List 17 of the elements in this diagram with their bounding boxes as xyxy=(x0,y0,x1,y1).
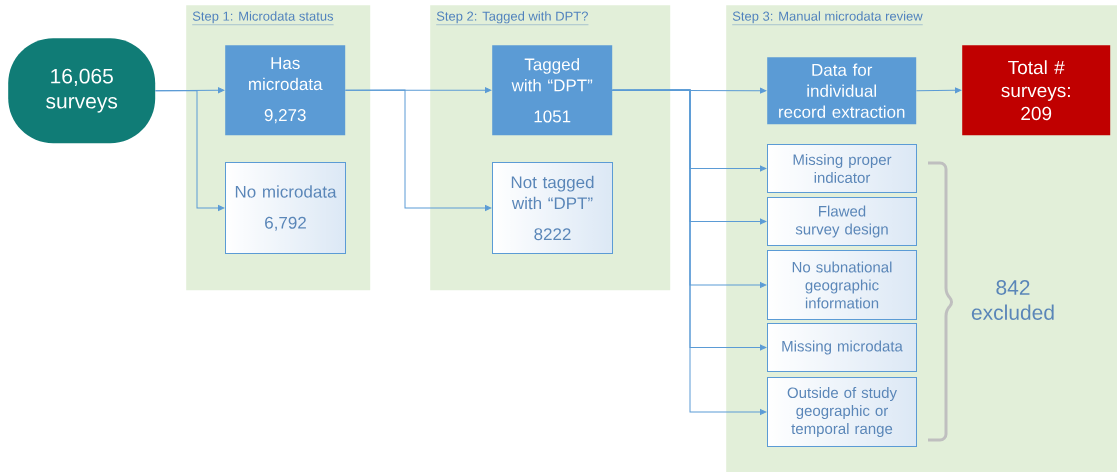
process-box: Tagged with “DPT” 1051 xyxy=(492,45,613,136)
exclusion-box: Flawed survey design xyxy=(767,197,917,246)
result-box: Total # surveys: 209 xyxy=(962,45,1111,136)
process-box: Data for individual record extraction xyxy=(767,57,917,125)
pill-node: 16,065 surveys xyxy=(8,38,156,144)
arrow xyxy=(611,89,767,415)
arrow xyxy=(154,90,225,211)
outcome-box: Not tagged with “DPT” 8222 xyxy=(492,162,613,254)
exclusion-box: Outside of study geographic or temporal range xyxy=(767,377,917,447)
exclusion-box: Missing microdata xyxy=(767,323,917,372)
count-label: 842 excluded xyxy=(971,280,1054,320)
exclusion-box: Missing proper indicator xyxy=(767,144,917,193)
exclusion-box: No subnational geographic information xyxy=(767,250,917,320)
outcome-box: No microdata 6,792 xyxy=(225,162,346,254)
arrow xyxy=(344,89,492,211)
arrow xyxy=(915,87,962,94)
process-box: Has microdata 9,273 xyxy=(225,45,346,136)
